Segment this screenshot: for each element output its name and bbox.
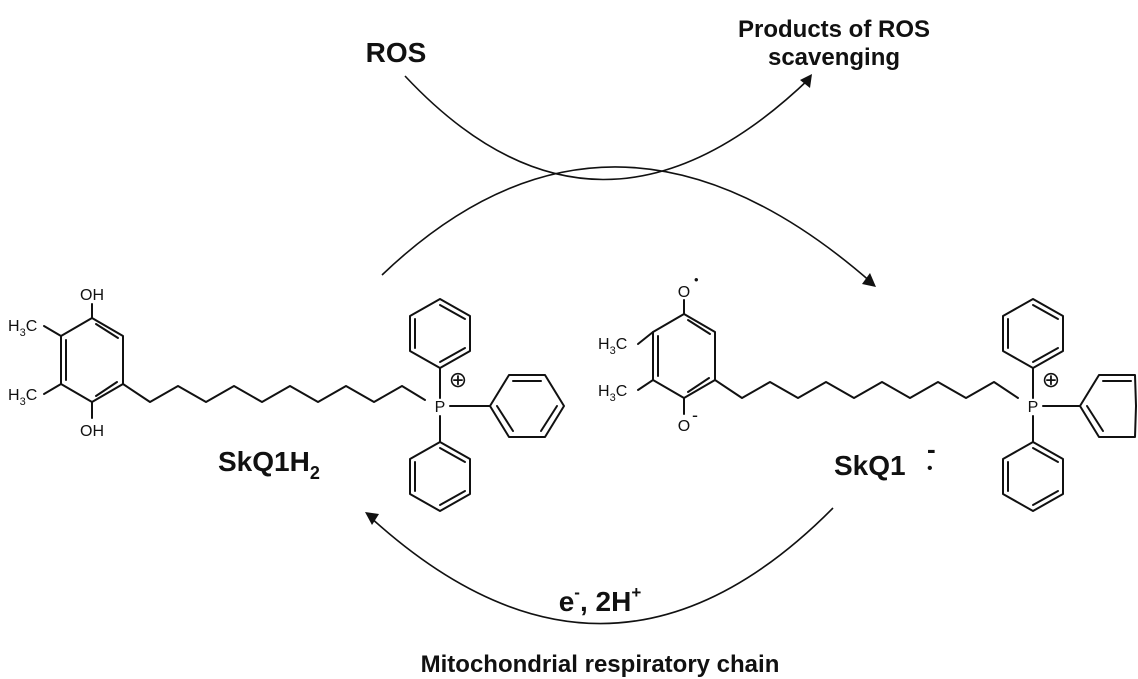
methyl-bottom-label-right: H3C <box>598 383 627 404</box>
ros-label: ROS <box>366 37 427 68</box>
oh-top-label: OH <box>80 287 104 304</box>
phosphorus-label: P <box>435 399 446 416</box>
electron-proton-label: e-, 2H+ <box>559 583 642 617</box>
methyl-bottom-label: H3C <box>8 387 37 408</box>
ros-scavenging-arrow <box>404 75 811 181</box>
skq1-radical-structure: O • O - H3C H3C P ⊕ <box>598 272 1137 512</box>
oxygen-radical-dot: • <box>694 272 699 287</box>
products-label-line2: scavenging <box>768 44 900 71</box>
methyl-top-label: H3C <box>8 318 37 339</box>
reduction-arrow <box>368 507 834 625</box>
mitochondrial-chain-label: Mitochondrial respiratory chain <box>421 651 780 678</box>
positive-charge-icon-right: ⊕ <box>1042 367 1060 392</box>
methyl-top-label-right: H3C <box>598 336 627 357</box>
reduction-arrowhead <box>365 512 379 525</box>
oxygen-anion-minus: - <box>692 405 698 425</box>
oxidation-arrow <box>381 166 873 284</box>
skq1h2-structure: OH OH H3C H3C P ⊕ <box>8 287 565 512</box>
oxidation-arrowhead <box>862 273 876 287</box>
positive-charge-icon: ⊕ <box>449 367 467 392</box>
skq1h2-label: SkQ1H2 <box>218 446 320 483</box>
skq1-radical-label: SkQ1 <box>834 450 906 481</box>
oxygen-anion-label: O <box>678 418 690 435</box>
ros-arrowhead <box>800 74 812 88</box>
products-label: Products of ROS <box>738 16 930 43</box>
phosphorus-label-right: P <box>1028 399 1039 416</box>
oxygen-radical-label: O <box>678 284 690 301</box>
oh-bottom-label: OH <box>80 423 104 440</box>
skq1-radical-minus: - <box>927 434 936 464</box>
skq1-radical-dot: • <box>927 460 933 477</box>
